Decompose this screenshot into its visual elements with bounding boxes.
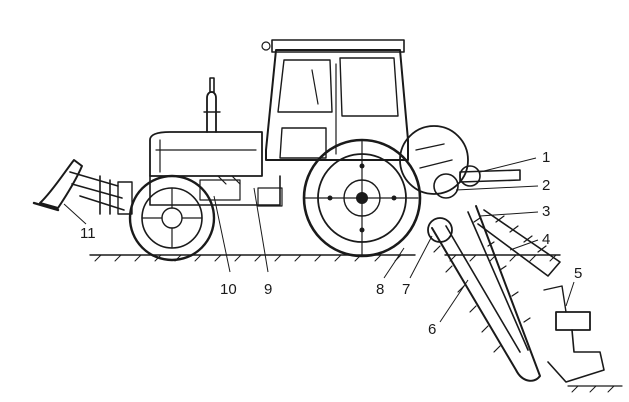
rear-wheel	[302, 138, 422, 258]
front-wheel	[128, 174, 216, 262]
drive-assembly	[399, 125, 521, 199]
label-9: 9	[264, 281, 272, 298]
label-8: 8	[376, 281, 384, 298]
label-10: 10	[220, 281, 237, 298]
trench-shoe	[543, 285, 605, 383]
trencher-boom	[427, 205, 561, 382]
tractor-cab	[261, 39, 409, 161]
label-5: 5	[574, 265, 582, 282]
part-labels: 1 2 3 4 5 6 7 8 9 10 11	[80, 149, 582, 338]
label-3: 3	[542, 203, 550, 220]
label-1: 1	[542, 149, 550, 166]
label-6: 6	[428, 321, 436, 338]
label-2: 2	[542, 177, 550, 194]
tractor-hood	[149, 77, 283, 207]
leader-lines	[63, 157, 575, 323]
label-7: 7	[402, 281, 410, 298]
ground-line	[89, 254, 623, 393]
label-11: 11	[80, 225, 96, 242]
label-4: 4	[542, 231, 550, 248]
front-dozer-blade	[32, 159, 133, 215]
